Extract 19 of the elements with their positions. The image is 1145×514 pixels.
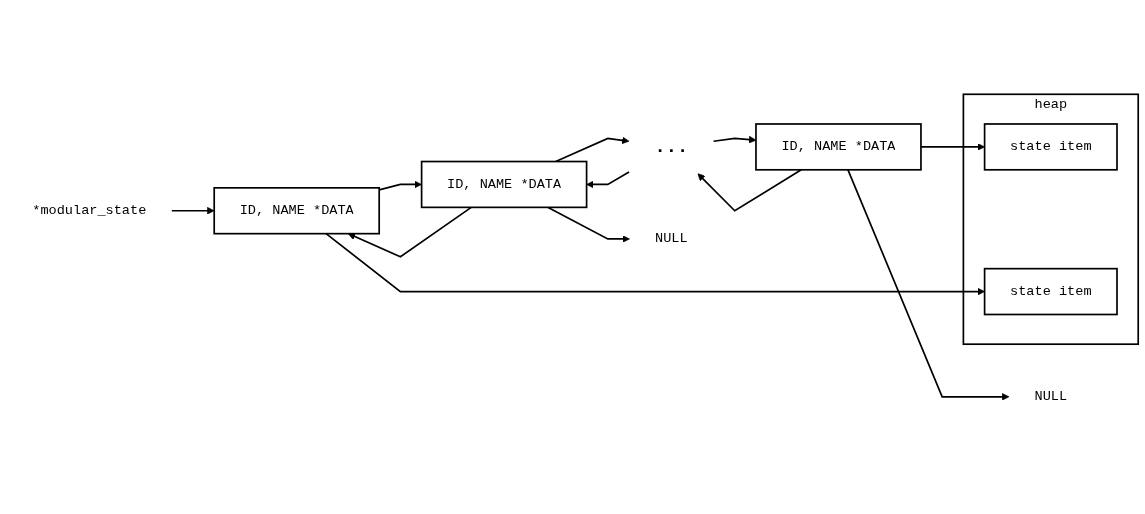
arrow <box>586 171 630 189</box>
arrow <box>378 180 422 191</box>
node-box: ID, NAME *DATA <box>420 160 588 209</box>
arrow <box>546 206 630 243</box>
node-box: ID, NAME *DATA <box>213 187 381 235</box>
arrow <box>847 168 1010 401</box>
arrow <box>697 168 803 212</box>
node-text: NULL <box>654 231 688 247</box>
node-text: *modular_state <box>32 203 147 219</box>
arrow <box>554 136 630 163</box>
arrow <box>170 207 215 215</box>
arrow <box>347 206 473 258</box>
arrow <box>325 232 985 296</box>
node-text: ... <box>654 136 689 158</box>
node-box: state item <box>983 123 1118 171</box>
node-text: NULL <box>1034 389 1068 405</box>
arrow <box>920 143 985 151</box>
node-box: state item <box>983 267 1118 316</box>
node-box: ID, NAME *DATA <box>755 123 922 171</box>
